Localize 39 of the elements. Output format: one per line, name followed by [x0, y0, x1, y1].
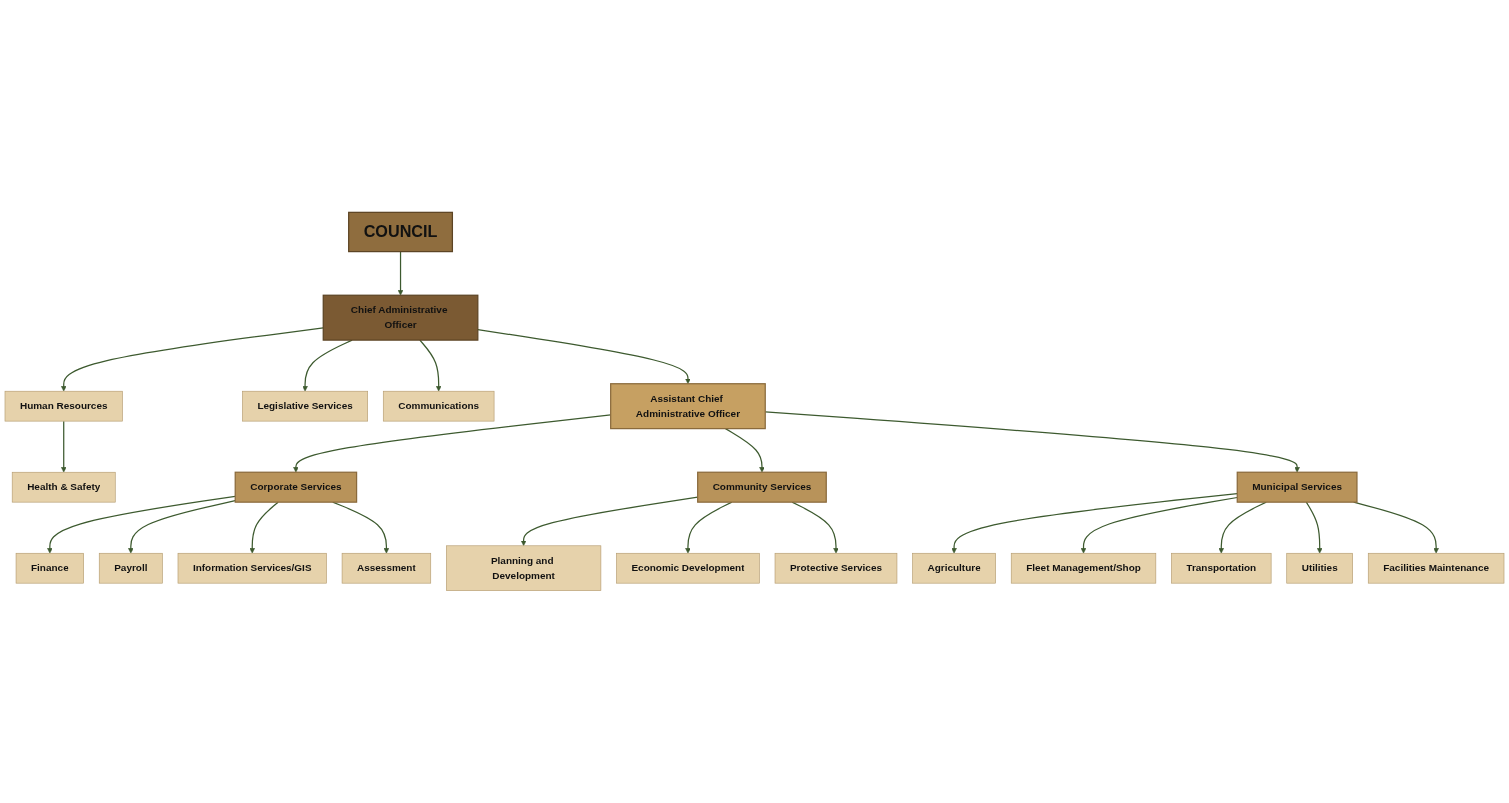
node-box: Economic Development: [616, 552, 760, 584]
arrow: [477, 328, 691, 384]
arrow: [1080, 496, 1238, 554]
node-box: Agriculture: [912, 552, 996, 584]
node-box: Legislative Services: [242, 390, 368, 422]
node-box: Fleet Management/Shop: [1010, 552, 1157, 584]
arrow: [61, 420, 67, 473]
arrow: [249, 501, 279, 554]
arrow: [302, 339, 353, 392]
node-box: Assistant Chief Administrative Officer: [610, 383, 766, 430]
arrow: [724, 428, 765, 473]
node-box: Chief Administrative Officer: [322, 294, 479, 341]
arrow: [47, 495, 236, 554]
node-box: Facilities Maintenance: [1367, 552, 1505, 584]
node-box: Communications: [382, 390, 495, 422]
arrow: [685, 501, 733, 554]
node-box: COUNCIL: [348, 211, 454, 253]
arrow: [951, 493, 1238, 554]
arrow: [128, 500, 236, 554]
arrow: [1305, 501, 1323, 554]
arrow: [61, 327, 324, 392]
node-box: Utilities: [1286, 552, 1353, 584]
node-box: Human Resources: [4, 390, 123, 422]
node-box: Payroll: [98, 552, 163, 584]
arrow: [791, 501, 839, 554]
node-box: Finance: [15, 552, 84, 584]
node-box: Protective Services: [774, 552, 898, 584]
node-box: Community Services: [697, 471, 827, 503]
arrow: [1218, 501, 1267, 554]
node-box: Planning and Development: [446, 545, 602, 591]
arrow: [419, 339, 442, 392]
arrow: [1353, 501, 1439, 554]
node-box: Municipal Services: [1236, 471, 1358, 503]
node-box: Transportation: [1171, 552, 1272, 584]
node-box: Health & Safety: [11, 471, 116, 503]
node-box: Information Services/GIS: [177, 552, 327, 584]
node-box: Assessment: [341, 552, 432, 584]
arrow: [397, 251, 404, 296]
node-box: Corporate Services: [234, 471, 358, 503]
